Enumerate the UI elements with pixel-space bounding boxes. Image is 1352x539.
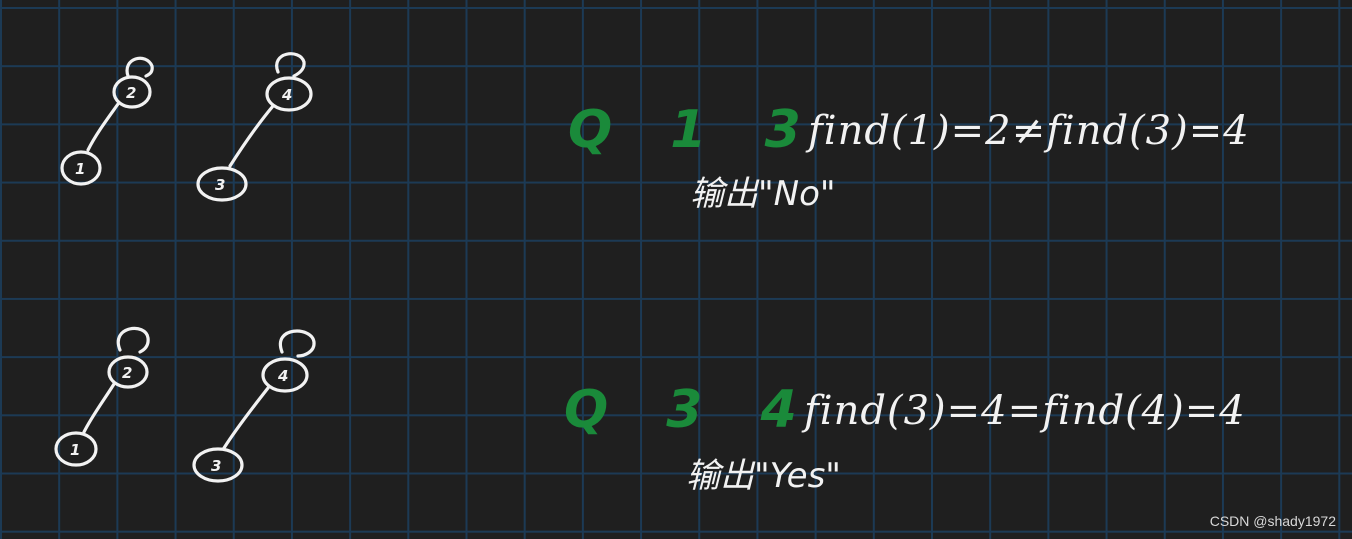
tree-node-root xyxy=(265,76,313,112)
tree-node-child xyxy=(54,431,98,467)
self-loop-arc xyxy=(278,329,316,358)
tree-node-child xyxy=(60,150,102,186)
tree-top-left: 2 1 xyxy=(60,56,154,186)
self-loop-arc xyxy=(125,56,154,78)
tree-bottom-right: 4 3 xyxy=(192,329,316,483)
tree-edge xyxy=(222,386,270,450)
self-loop-arc xyxy=(116,326,150,354)
tree-node-root-label: 4 xyxy=(281,86,292,104)
tree-node-root xyxy=(112,75,152,109)
tree-node-child xyxy=(192,447,244,483)
tree-node-root-label: 4 xyxy=(277,367,288,385)
query-label: Q 3 4 xyxy=(564,380,817,440)
tree-bottom-left: 2 1 xyxy=(54,326,150,467)
tree-node-root xyxy=(261,357,309,393)
tree-node-root-label: 2 xyxy=(126,84,136,102)
tree-node-child-label: 3 xyxy=(211,457,221,475)
tree-edge xyxy=(82,382,116,434)
tree-node-child-label: 1 xyxy=(75,160,85,178)
query-output: 输出"No" xyxy=(690,174,836,214)
tree-node-child-label: 3 xyxy=(215,176,225,194)
self-loop-arc xyxy=(275,52,306,78)
tree-node-child xyxy=(196,166,248,202)
tree-top-right: 4 3 xyxy=(196,52,313,202)
query-expression: find(3)=4=find(4)=4 xyxy=(804,388,1246,434)
tree-node-root-label: 2 xyxy=(122,364,132,382)
tree-node-root xyxy=(107,355,149,389)
query-output: 输出"Yes" xyxy=(686,456,841,496)
tree-edge xyxy=(228,104,275,168)
query-expression: find(1)=2≠find(3)=4 xyxy=(808,108,1250,154)
query-label: Q 1 3 xyxy=(568,100,821,160)
tree-edge xyxy=(86,102,120,152)
watermark: CSDN @shady1972 xyxy=(1209,513,1336,529)
tree-node-child-label: 1 xyxy=(70,441,80,459)
